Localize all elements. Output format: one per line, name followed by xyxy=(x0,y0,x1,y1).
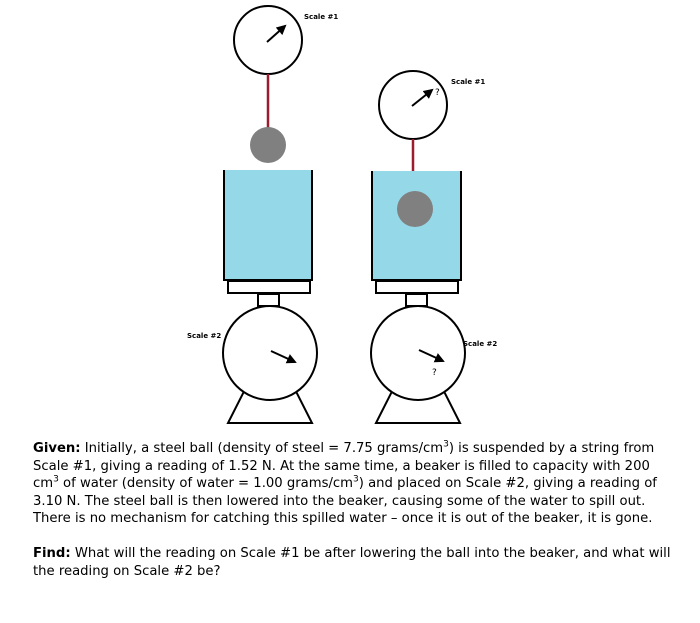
platform-right xyxy=(375,280,459,294)
scale1-dial-right xyxy=(378,70,448,140)
setup-after: ? Scale #1 ? Scale #2 xyxy=(370,70,497,424)
stem-left xyxy=(257,293,280,307)
platform-left xyxy=(227,280,311,294)
beaker-left xyxy=(223,170,313,281)
given-sup-1: 3 xyxy=(443,439,449,450)
given-text-4: ) and placed on Scale #2, giving a readi… xyxy=(33,476,657,527)
find-paragraph: Find: What will the reading on Scale #1 … xyxy=(33,545,673,580)
scale2-dial-left xyxy=(222,305,318,401)
physics-diagram: Scale #1 Scale #2 ? Scale #1 xyxy=(187,5,497,424)
scale1-label-right: Scale #1 xyxy=(451,78,485,86)
scale1-dial-left xyxy=(233,5,303,75)
given-sup-2: 3 xyxy=(53,474,59,485)
steel-ball-left xyxy=(250,127,286,163)
scale2-label-left: Scale #2 xyxy=(187,332,221,340)
given-sup-3: 3 xyxy=(353,474,359,485)
problem-text: Given: Initially, a steel ball (density … xyxy=(33,440,673,580)
given-text-1: Initially, a steel ball (density of stee… xyxy=(80,441,444,456)
scale1-label-left: Scale #1 xyxy=(304,13,338,21)
unknown-reading-scale2: ? xyxy=(432,368,437,378)
find-text: What will the reading on Scale #1 be aft… xyxy=(33,545,671,579)
stem-right xyxy=(405,293,428,307)
setup-before: Scale #1 Scale #2 xyxy=(187,5,338,424)
given-paragraph: Given: Initially, a steel ball (density … xyxy=(33,440,673,528)
unknown-reading-scale1: ? xyxy=(435,88,440,98)
given-text-2: ) is suspended by a string from Scale #1… xyxy=(33,441,655,492)
given-text-3: of water (density of water = 1.00 grams/… xyxy=(58,476,353,492)
find-lead: Find: xyxy=(33,545,71,561)
given-lead: Given: xyxy=(33,441,81,456)
scale2-dial-right xyxy=(370,305,466,401)
scale2-label-right: Scale #2 xyxy=(463,340,497,348)
steel-ball-right xyxy=(397,191,433,227)
